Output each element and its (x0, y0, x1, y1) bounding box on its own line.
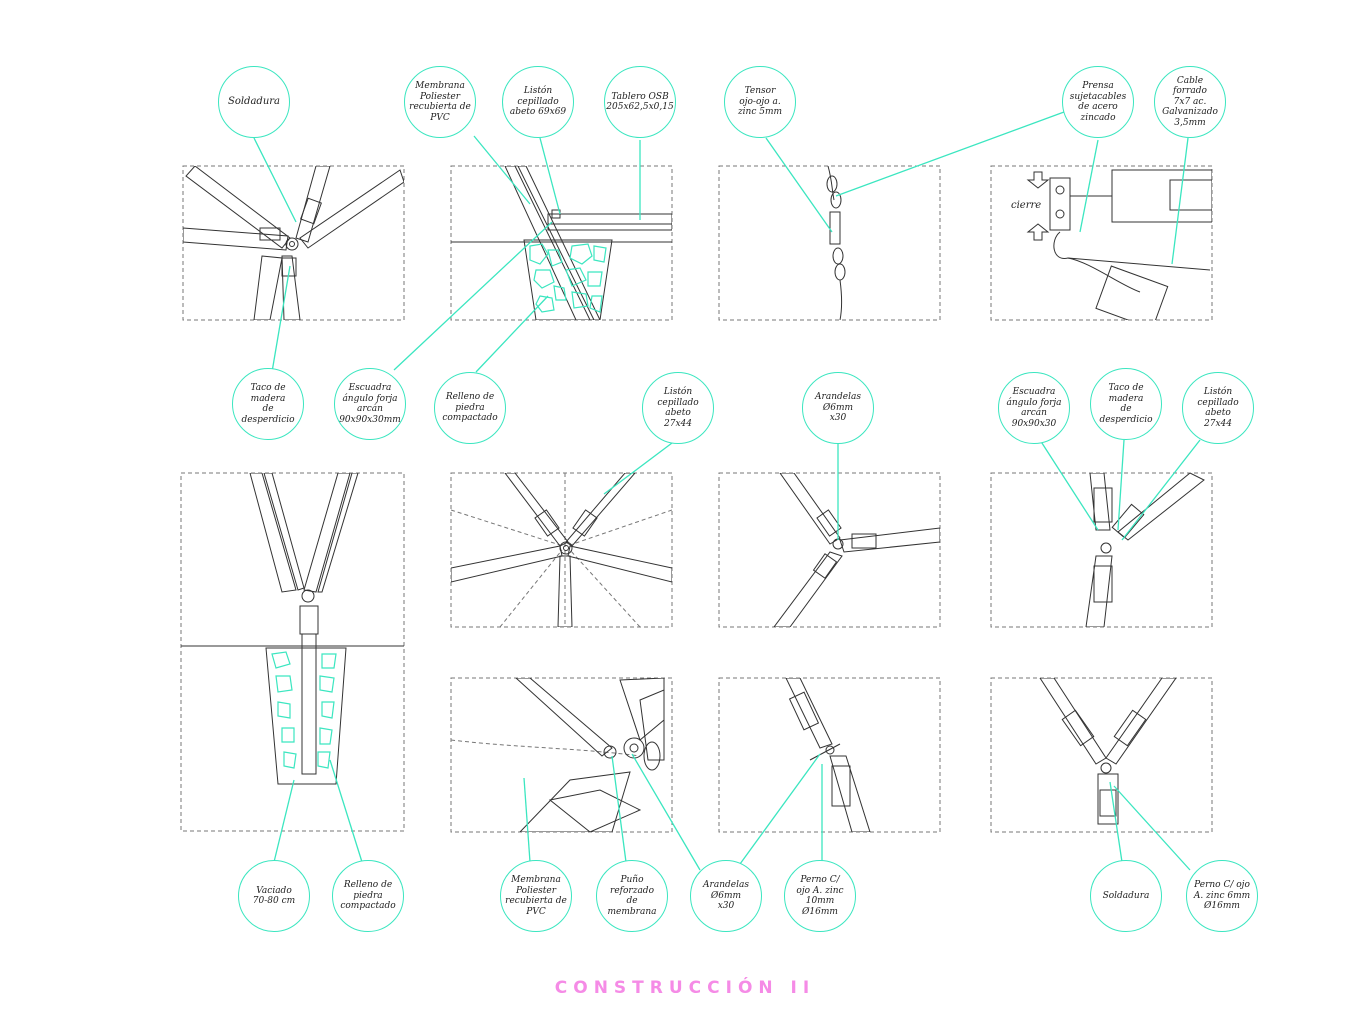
detail-v-joint (1085, 473, 1205, 627)
label-taco-left: Taco de madera de desperdicio (232, 368, 304, 440)
detail-foundation (181, 473, 404, 785)
label-tensor: Tensor ojo-ojo a. zinc 5mm (724, 66, 796, 138)
label-puno: Puño reforzado de membrana (596, 860, 668, 932)
label-liston-27-mid: Listón cepillado abeto 27x44 (642, 372, 714, 444)
label-cable: Cable forrado 7x7 ac. Galvanizado 3,5mm (1154, 66, 1226, 138)
detail-three-arm (773, 473, 940, 627)
stone-fill-bottom (271, 651, 337, 769)
detail-perno-joint (785, 678, 871, 832)
label-escuadra-left: Escuadra ángulo forja arcán 90x90x30mm (334, 368, 406, 440)
label-relleno-top: Relleno de piedra compactado (434, 372, 506, 444)
detail-star-hub (451, 473, 672, 627)
label-soldadura-top: Soldadura (218, 66, 290, 138)
stone-fill-top (529, 243, 607, 313)
leader-lines (253, 111, 1201, 871)
label-liston-69: Listón cepillado abeto 69x69 (502, 66, 574, 138)
label-escuadra-right: Escuadra ángulo forja arcán 90x90x30 (998, 372, 1070, 444)
detail-soldadura-v (1039, 678, 1177, 825)
label-taco-right: Taco de madera de desperdicio (1090, 368, 1162, 440)
sheet-title: CONSTRUCCIÓN II (554, 978, 816, 998)
label-liston-27-right: Listón cepillado abeto 27x44 (1182, 372, 1254, 444)
label-membrana-bottom: Membrana Poliester recubierta de PVC (500, 860, 572, 932)
detail-hub-soldadura (183, 166, 404, 320)
detail-tablero-osb (451, 166, 672, 320)
detail-tensor (826, 166, 846, 320)
detail-frames (180, 165, 1213, 833)
label-membrana-top: Membrana Poliester recubierta de PVC (404, 66, 476, 138)
label-perno-6: Perno C/ ojo A. zinc 6mm Ø16mm (1186, 860, 1258, 932)
label-soldadura-bottom: Soldadura (1090, 860, 1162, 932)
label-prensa: Prensa sujetacables de acero zincado (1062, 66, 1134, 138)
detail-membrane-corner (451, 678, 665, 832)
label-tablero-osb: Tablero OSB 205x62,5x0,15 (604, 66, 676, 138)
label-arandelas-bottom: Arandelas Ø6mm x30 (690, 860, 762, 932)
label-perno-10: Perno C/ ojo A. zinc 10mm Ø16mm (784, 860, 856, 932)
detail-cable-prensa (1026, 169, 1212, 320)
label-arandelas-mid: Arandelas Ø6mm x30 (802, 372, 874, 444)
label-cierre: cierre (1011, 200, 1042, 211)
label-relleno-bottom: Relleno de piedra compactado (332, 860, 404, 932)
label-vaciado: Vaciado 70-80 cm (238, 860, 310, 932)
